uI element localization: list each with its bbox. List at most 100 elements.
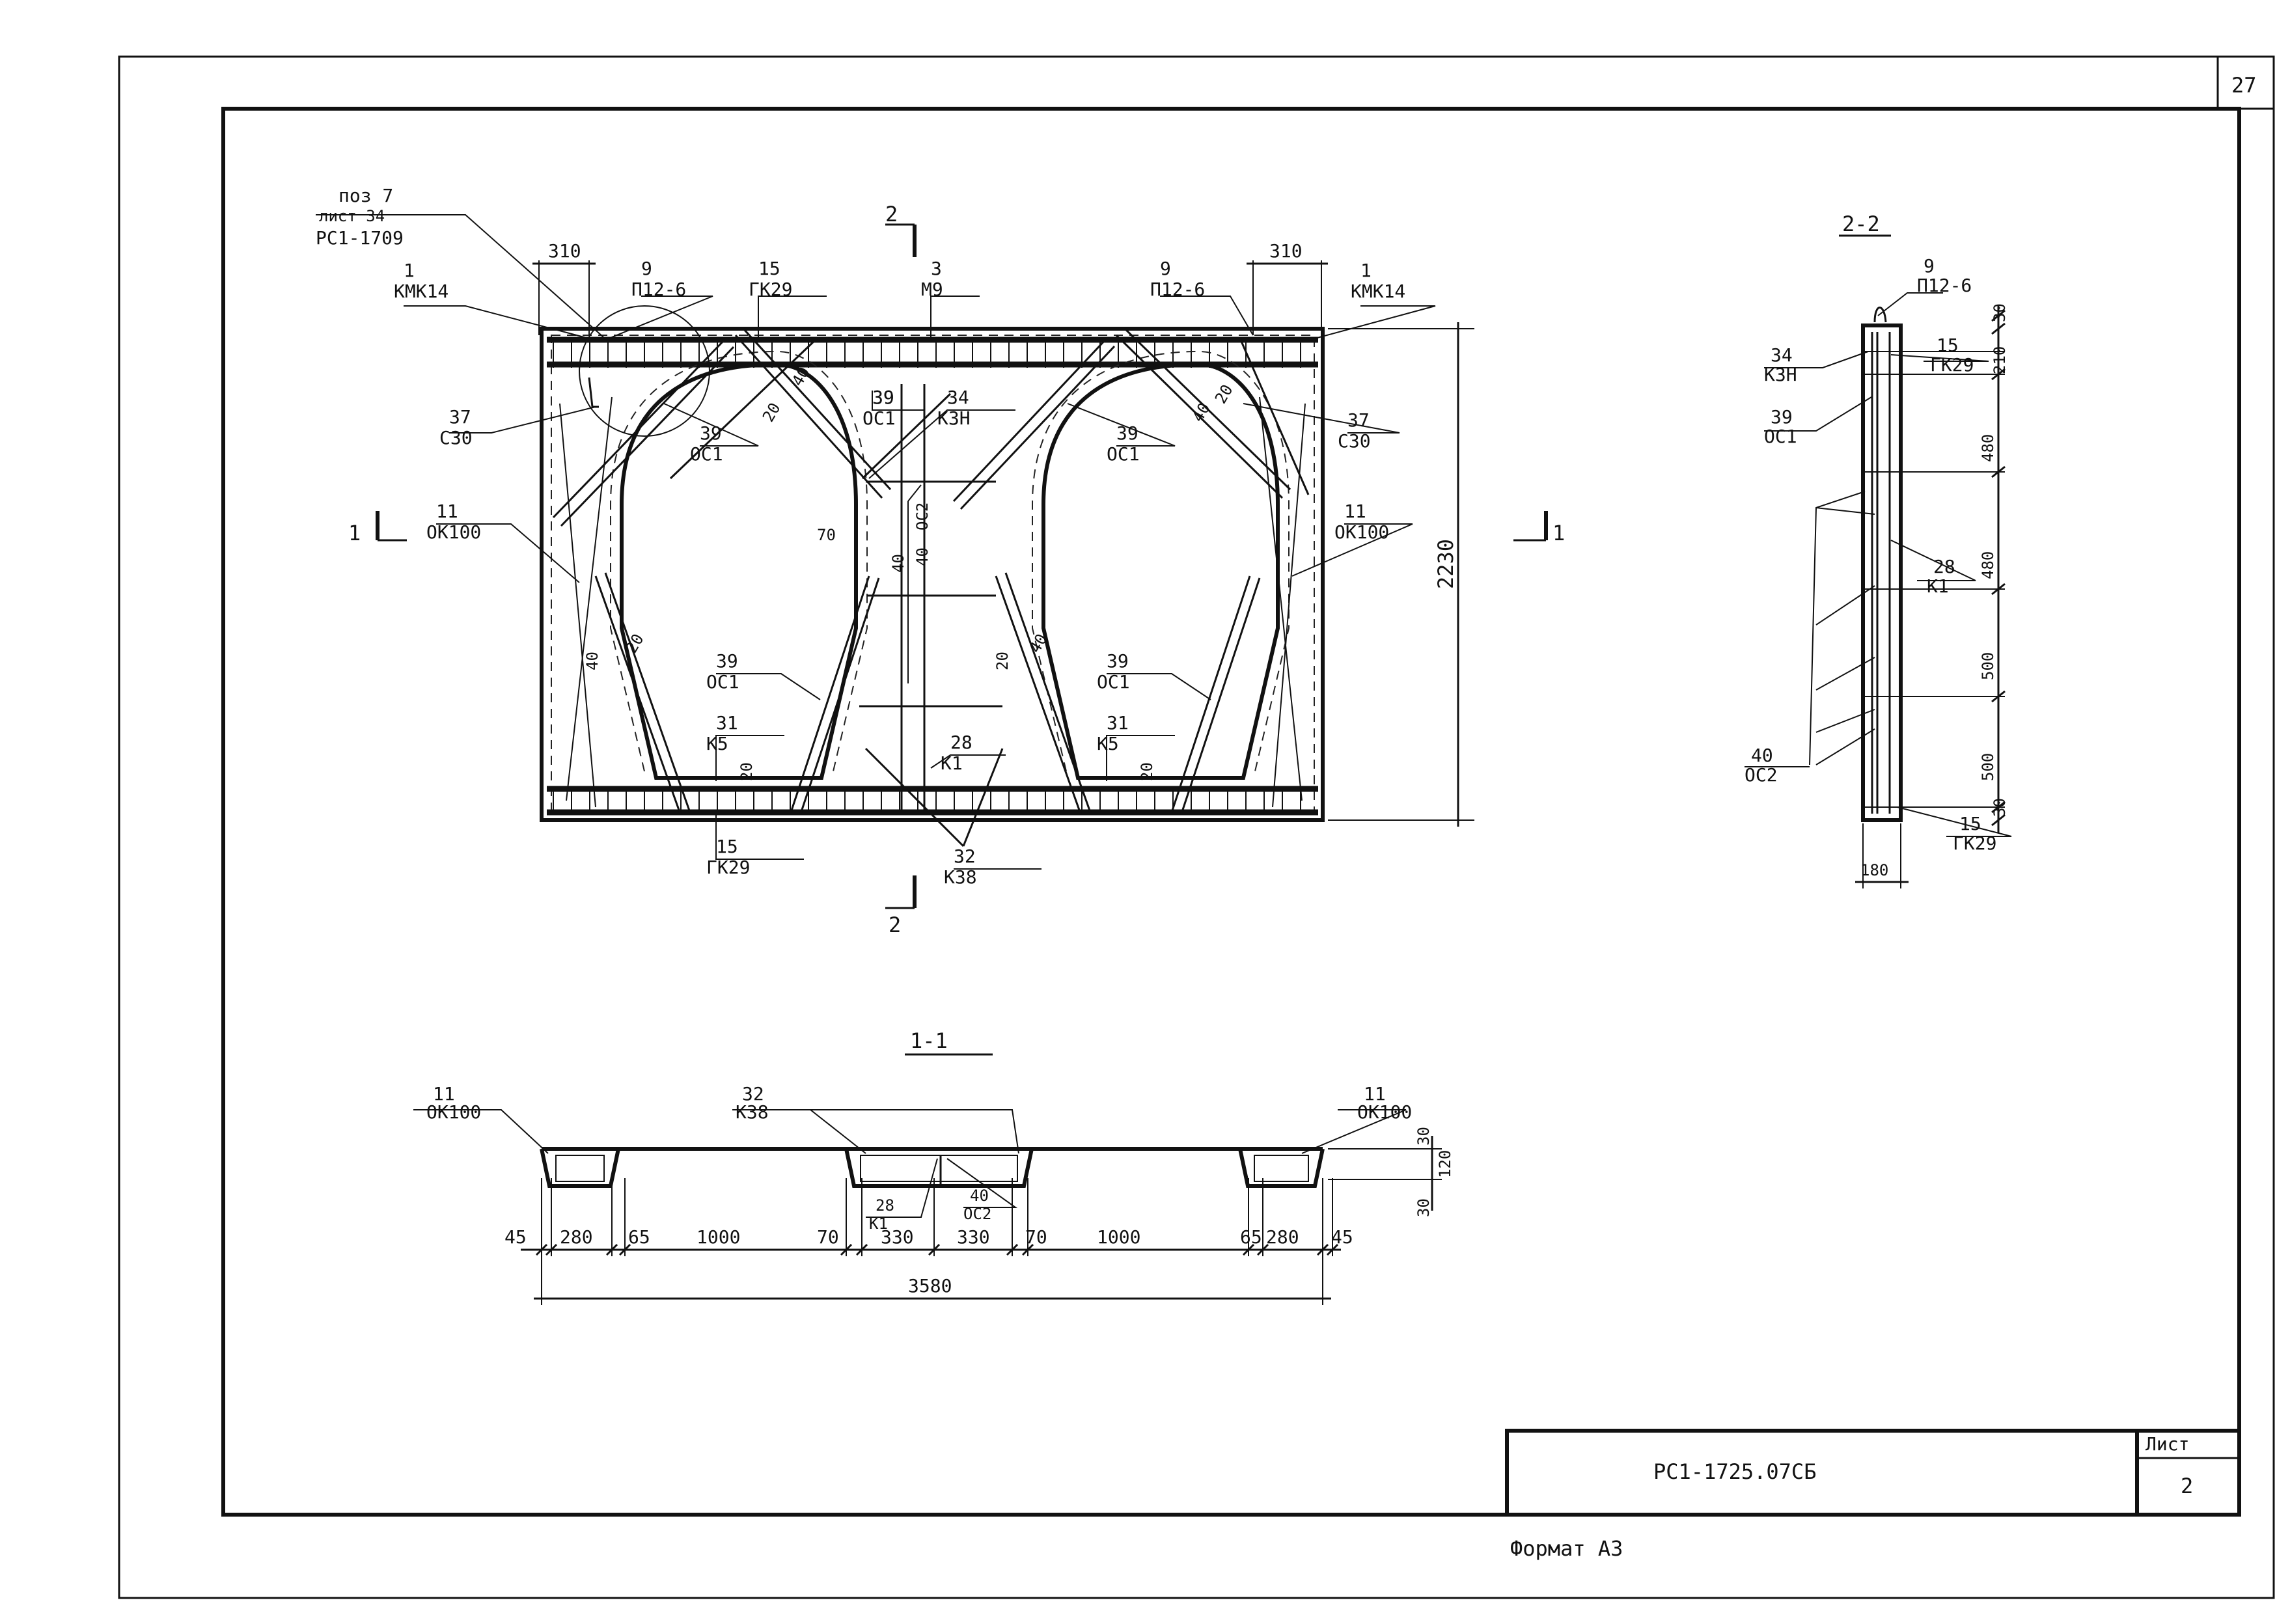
callout-code: ОК100 [426,521,481,543]
callout-position: 9 [641,258,652,279]
callout-position: 28 [1933,556,1955,577]
svg-text:40: 40 [889,554,907,573]
list-label: Лист [2145,1433,2189,1455]
callout-position: 11 [433,1083,455,1105]
section-dimension: 70 [1025,1226,1047,1248]
callout-position: 40 [913,547,931,566]
sheet-number: 27 [2231,73,2257,98]
section-dimension: 280 [560,1226,593,1248]
callout-code: ОС1 [706,671,739,693]
svg-text:30: 30 [1414,1127,1433,1146]
small-dimension: 20 [1211,381,1237,407]
callout-code: П12-6 [1150,279,1205,300]
section-dimension: 45 [504,1226,527,1248]
callout-code: С30 [1338,430,1371,452]
callout-code: К3Н [937,407,971,429]
callout-code: С30 [439,427,473,448]
section-dimension: 330 [957,1226,990,1248]
section-dimension: 280 [1266,1226,1299,1248]
callout-position: 3 [931,258,942,279]
callout-code: М9 [921,279,943,300]
callout-code: К5 [706,733,728,754]
callout-position: 11 [436,501,458,522]
callout-code: ГК29 [706,857,750,878]
svg-text:310: 310 [548,240,581,262]
callout-position: 31 [1107,712,1129,734]
callout-position: 31 [716,712,738,734]
callout-position: 34 [1771,344,1793,366]
section-2-2: 2-2 30 210 480 480 500 500 30 180 [1809,212,2009,888]
section-dimension: 330 [881,1226,914,1248]
callout-code: КМК14 [1351,281,1405,302]
small-dimension: 20 [1138,762,1156,781]
callout-code: ОК100 [426,1101,481,1123]
callout-code: ОК100 [1334,521,1389,543]
svg-text:2-2: 2-2 [1842,212,1880,236]
callout-position: 15 [716,836,738,857]
svg-text:120: 120 [1436,1150,1454,1178]
callout-position: 39 [716,650,738,672]
svg-text:1: 1 [348,521,361,545]
svg-text:2: 2 [889,913,901,937]
callout-position: 40 [970,1187,989,1205]
callout-position: 39 [1771,406,1793,428]
small-dimension: 40 [1189,400,1214,425]
height-dimension: 2230 [1328,322,1474,827]
callout-position: 39 [1116,422,1138,444]
small-dimension: 20 [993,652,1012,670]
svg-text:3580: 3580 [908,1275,952,1297]
svg-text:РС1-1709: РС1-1709 [316,227,404,249]
callout-position: 9 [1160,258,1171,279]
section-dimension: 45 [1331,1226,1353,1248]
section-dimension: 1000 [697,1226,740,1248]
central-post [859,384,1004,847]
callout-code: К3Н [1764,364,1797,385]
svg-text:2230: 2230 [1433,539,1458,589]
title-block: РС1-1725.07СБ Лист 2 [1505,1429,2241,1517]
callout-code: К38 [736,1101,769,1123]
inner-frame [221,107,2241,1517]
callout-code: К5 [1097,733,1119,754]
small-dimension: 20 [738,762,756,781]
callout-code: ОС1 [690,443,723,465]
callout-position: 39 [1107,650,1129,672]
list-value: 2 [2181,1474,2193,1498]
detail-circle [579,305,710,437]
callout-code: ГК29 [749,279,792,300]
document-designation: РС1-1725.07СБ [1653,1459,1816,1484]
callout-position: 1 [404,260,415,281]
svg-text:2: 2 [885,202,898,227]
svg-text:поз 7: поз 7 [338,185,393,206]
svg-text:210: 210 [1991,346,2009,374]
callout-position: 34 [947,387,969,408]
callout-position: 40 [1751,745,1773,766]
callout-position: 32 [954,846,976,867]
callout-code: П12-6 [631,279,686,300]
section-mark-1-left: 1 [348,511,407,545]
callout-code: ГК29 [1953,833,1996,854]
small-dimension: 20 [759,400,784,425]
svg-text:480: 480 [1979,434,1997,462]
outer-frame [118,55,2275,1599]
callout-code: К1 [941,752,963,774]
svg-text:1-1: 1-1 [910,1028,948,1053]
svg-text:480: 480 [1979,551,1997,579]
callout-code: ОК100 [1357,1101,1412,1123]
callout-position: 9 [1924,255,1935,277]
callout-position: 32 [742,1083,764,1105]
format-label: Формат А3 [1510,1536,1623,1561]
callout-code: ОС1 [1764,426,1797,447]
callout-position: 28 [876,1196,894,1215]
section-dimension: 70 [817,1226,839,1248]
callout-position: 15 [1937,335,1959,356]
section-dimension: 65 [1240,1226,1262,1248]
callout-position: 39 [872,387,894,408]
svg-text:лист 34: лист 34 [319,207,385,225]
svg-text:310: 310 [1269,240,1303,262]
